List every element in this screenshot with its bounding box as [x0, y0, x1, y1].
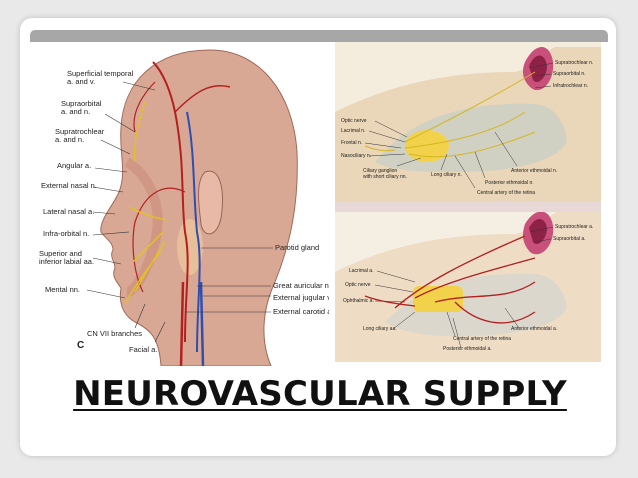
figure-letter: C: [77, 340, 85, 351]
orbit-arteries-figure: Supratrochlear a. Supraorbital a. Lacrim…: [335, 212, 601, 362]
label-mental-nn: Mental nn.: [45, 285, 81, 294]
label-parotid-gland: Parotid gland: [275, 243, 320, 252]
label-optic-nerve-top: Optic nerve: [341, 118, 367, 124]
label-supratrochlear: Supratrochlear a. and n.: [55, 127, 105, 144]
label-external-carotid-a: External carotid a.: [273, 307, 329, 316]
label-posterior-ethmoidal-a: Posterior ethmoidal a.: [443, 346, 492, 352]
label-infratrochlear-n: Infratrochlear n.: [553, 83, 589, 89]
label-long-ciliary-aa: Long ciliary aa.: [363, 326, 397, 332]
label-lateral-nasal-a: Lateral nasal a.: [43, 207, 95, 216]
label-ophthalmic-a: Ophthalmic a.: [343, 298, 374, 304]
label-anterior-ethmoidal-a: Anterior ethmoidal a.: [511, 326, 558, 332]
label-cn-vii-branches: CN VII branches: [87, 329, 143, 338]
label-supraorbital-n: Supraorbital n.: [553, 71, 586, 77]
label-infra-orbital-n: Infra-orbital n.: [43, 229, 90, 238]
label-external-nasal-n: External nasal n.: [41, 181, 97, 190]
label-long-ciliary-n: Long ciliary n.: [431, 172, 462, 178]
label-supratrochlear-n: Supratrochlear n.: [555, 60, 594, 66]
label-supratrochlear-a: Supratrochlear a.: [555, 224, 594, 230]
orbit-arteries-illustration: [335, 212, 601, 362]
label-angular-a: Angular a.: [57, 161, 92, 170]
orbit-nerves-figure: Supratrochlear n. Supraorbital n. Infrat…: [335, 42, 601, 202]
label-nasociliary-n: Nasociliary n.: [341, 153, 372, 159]
label-central-artery-retina-bottom: Central artery of the retina: [453, 336, 512, 342]
label-superficial-temporal: Superficial temporal a. and v.: [67, 69, 134, 86]
label-facial-a: Facial a.: [129, 345, 158, 354]
face-neurovascular-figure: Superficial temporal a. and v. Supraorbi…: [35, 42, 329, 366]
label-supraorbital-a: Supraorbital a.: [553, 236, 586, 242]
label-optic-nerve-bottom: Optic nerve: [345, 282, 371, 288]
label-lacrimal-n: Lacrimal n.: [341, 128, 366, 134]
slide-title: NEUROVASCULAR SUPPLY: [73, 374, 567, 414]
figure-separator: [335, 202, 601, 212]
face-illustration: [86, 49, 298, 366]
label-lacrimal-a: Lacrimal a.: [349, 268, 374, 274]
label-frontal-n: Frontal n.: [341, 140, 363, 146]
label-anterior-ethmoidal-n: Anterior ethmoidal n.: [511, 168, 558, 174]
label-labial-aa: Superior and inferior labial aa.: [39, 249, 95, 266]
label-external-jugular-v: External jugular v.: [273, 293, 329, 302]
slide-top-bar: [30, 30, 608, 42]
label-posterior-ethmoidal-n: Posterior ethmoidal n.: [485, 180, 534, 186]
label-ciliary-ganglion: Ciliary ganglion with short ciliary nn.: [363, 168, 407, 180]
label-great-auricular-n: Great auricular n.: [273, 281, 329, 290]
label-central-artery-retina-top: Central artery of the retina: [477, 190, 536, 196]
label-supraorbital: Supraorbital a. and n.: [61, 99, 102, 116]
orbit-nerves-illustration: [335, 47, 601, 202]
